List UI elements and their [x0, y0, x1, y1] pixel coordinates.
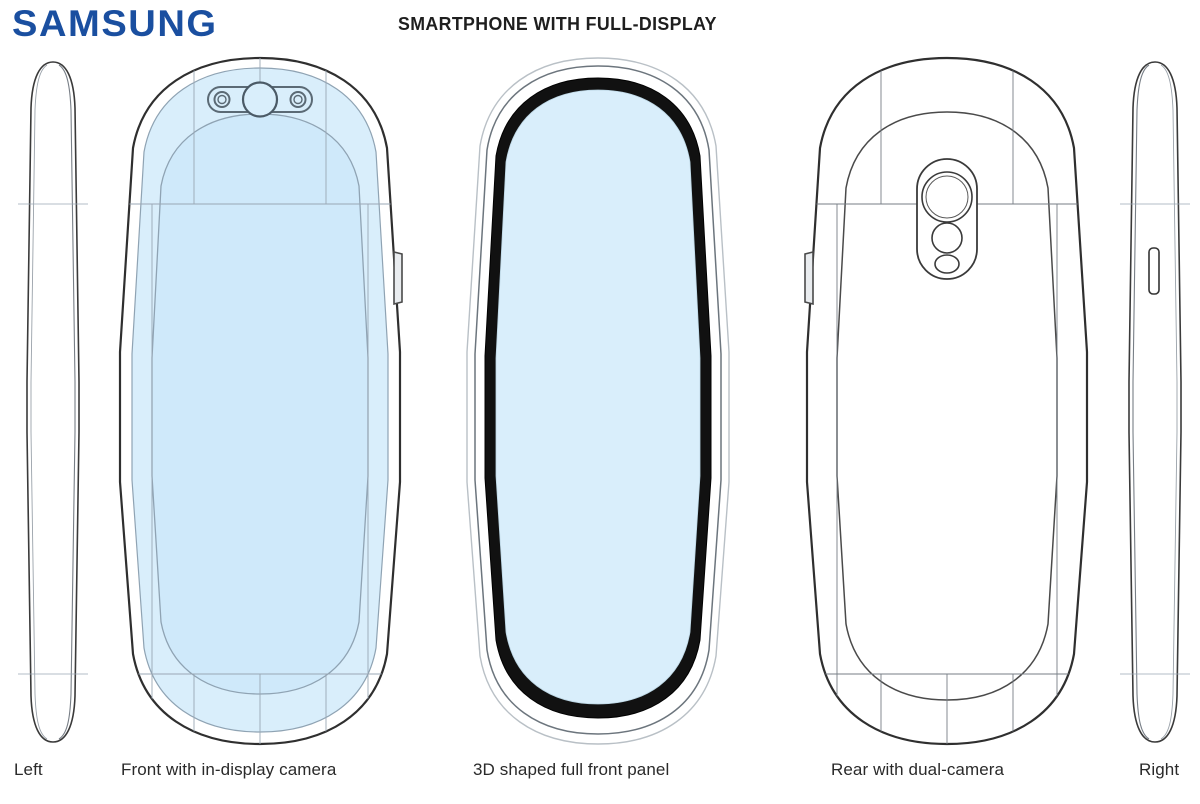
caption-panel-view: 3D shaped full front panel [473, 760, 670, 779]
view-front-panel [448, 52, 748, 752]
rear-main-lens-ring-icon [925, 175, 969, 219]
view-left-side [18, 52, 88, 752]
right-side-outline [1128, 61, 1182, 743]
right-side-key-button[interactable] [1148, 247, 1160, 295]
panel-glass-surface [495, 89, 701, 705]
front-construction-lines [120, 58, 400, 744]
caption-rear-view: Rear with dual-camera [831, 760, 1005, 779]
rear-flash-icon [934, 254, 960, 274]
camera-sensor-left-inner-icon [217, 94, 227, 105]
caption-front-view: Front with in-display camera [121, 760, 337, 779]
left-side-outline [26, 61, 80, 743]
left-side-seam-front [58, 64, 76, 740]
page-title: SMARTPHONE WITH FULL-DISPLAY [398, 13, 717, 34]
view-right-side [1120, 52, 1190, 752]
view-rear [795, 52, 1100, 752]
samsung-logo: SAMSUNG [12, 3, 218, 44]
drawing-area [0, 52, 1200, 752]
camera-sensor-right-icon [289, 91, 307, 108]
rear-side-key-button[interactable] [804, 250, 814, 306]
front-side-key-button[interactable] [393, 250, 403, 306]
right-side-seam-rear [1160, 64, 1178, 740]
camera-sensor-right-inner-icon [293, 94, 303, 105]
camera-sensor-left-icon [213, 91, 231, 108]
caption-left-view: Left [14, 760, 43, 779]
right-side-seam-front [1132, 64, 1150, 740]
caption-right-view: Right [1139, 760, 1180, 779]
left-side-seam-rear [30, 64, 48, 740]
rear-dual-camera-module [916, 158, 978, 280]
rear-secondary-lens-icon [931, 222, 963, 254]
rear-main-lens-icon [921, 171, 973, 223]
in-display-camera-module [207, 81, 313, 118]
front-active-display [151, 113, 369, 695]
view-front [108, 52, 413, 752]
front-camera-lens-icon [241, 81, 279, 118]
